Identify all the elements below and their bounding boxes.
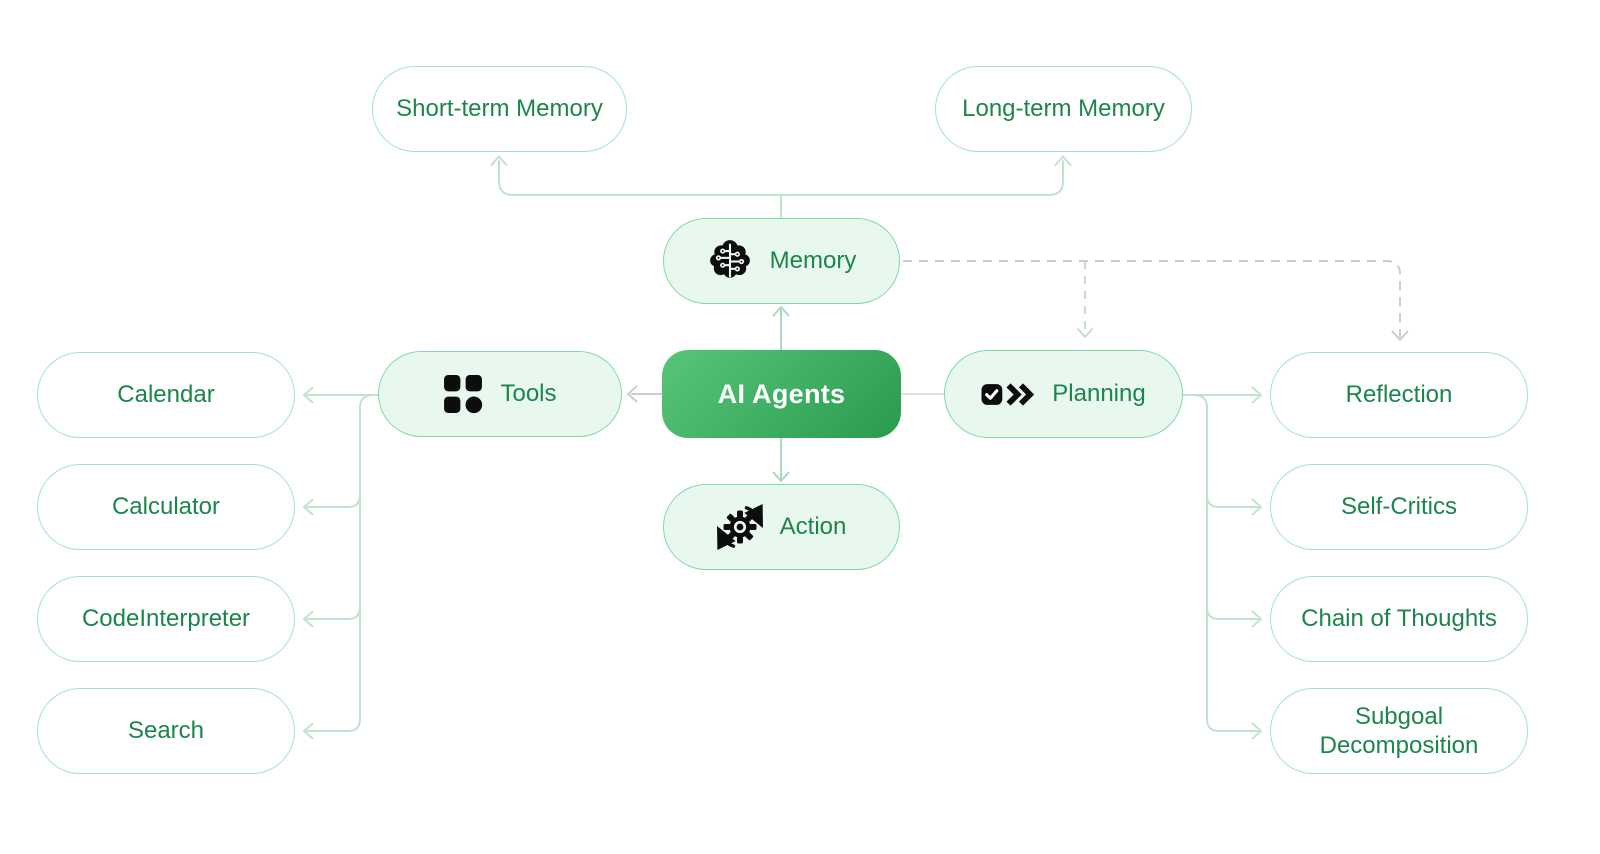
node-calculator: Calculator <box>37 464 295 550</box>
brain-circuit-icon <box>709 240 750 278</box>
gear-sync-icon <box>716 504 763 550</box>
milestones-icon <box>981 382 1035 406</box>
node-label: Calendar <box>117 381 215 409</box>
node-code-interpreter: CodeInterpreter <box>37 576 295 662</box>
node-label: Search <box>127 717 205 745</box>
node-ai-agents: AI Agents <box>662 350 901 438</box>
node-label: Self-Critics <box>1340 493 1457 521</box>
node-memory: Memory <box>663 218 900 304</box>
node-tools: Tools <box>378 351 622 437</box>
node-short-term-memory: Short-term Memory <box>372 66 627 152</box>
node-label: Subgoal Decomposition <box>1319 702 1479 759</box>
node-label: Long-term Memory <box>962 95 1165 123</box>
node-reflection: Reflection <box>1270 352 1528 438</box>
node-label: Chain of Thoughts <box>1301 605 1497 633</box>
edge-ai-agents-to-action <box>772 437 790 482</box>
edge-tools-to-code-interpreter <box>303 606 361 628</box>
app-grid-icon <box>444 375 483 414</box>
edge-ai-agents-to-tools <box>627 385 663 403</box>
edge-tools-to-calendar <box>303 386 379 404</box>
node-label: CodeInterpreter <box>81 605 251 633</box>
edge-memory-to-reflection-dashed <box>903 260 1409 341</box>
edge-planning-to-subgoal-decomposition <box>1194 394 1262 740</box>
node-label: Calculator <box>111 493 221 521</box>
node-label: Memory <box>769 247 857 275</box>
edge-memory-to-short-term-memory <box>490 155 782 219</box>
node-label: Action <box>779 513 847 541</box>
node-label: Planning <box>1052 380 1146 408</box>
node-action: Action <box>663 484 900 570</box>
edge-tools-to-calculator <box>303 494 361 516</box>
node-label: AI Agents <box>717 378 846 409</box>
node-chain-of-thoughts: Chain of Thoughts <box>1270 576 1528 662</box>
node-calendar: Calendar <box>37 352 295 438</box>
edge-planning-to-chain-of-thoughts <box>1206 606 1262 628</box>
edge-memory-to-long-term-memory <box>780 155 1072 196</box>
node-planning: Planning <box>944 350 1183 438</box>
node-search: Search <box>37 688 295 774</box>
node-long-term-memory: Long-term Memory <box>935 66 1192 152</box>
edge-tools-to-search <box>303 394 373 740</box>
node-subgoal-decomposition: Subgoal Decomposition <box>1270 688 1528 774</box>
node-label: Tools <box>500 380 557 408</box>
node-label: Short-term Memory <box>396 95 603 123</box>
edge-memory-to-planning-dashed <box>1076 261 1094 338</box>
node-label: Reflection <box>1345 381 1453 409</box>
node-self-critics: Self-Critics <box>1270 464 1528 550</box>
edge-planning-to-self-critics <box>1206 494 1262 516</box>
edge-ai-agents-to-memory <box>772 306 790 351</box>
